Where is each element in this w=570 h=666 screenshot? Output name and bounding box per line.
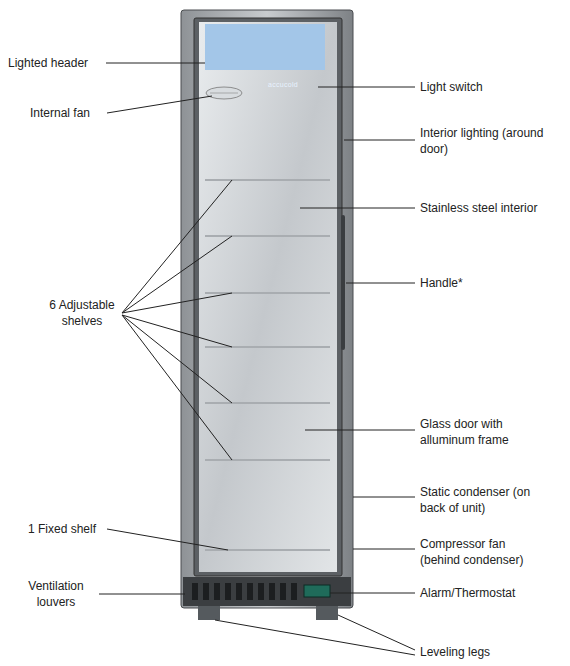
part-label: Internal fan [30, 105, 106, 121]
part-label: Stainless steel interior [420, 200, 565, 216]
part-label: Glass door with alluminum frame [420, 416, 550, 448]
part-label: Light switch [420, 79, 560, 95]
part-label: 1 Fixed shelf [28, 521, 106, 537]
part-label: 6 Adjustable shelves [44, 297, 120, 329]
part-label: Static condenser (on back of unit) [420, 484, 545, 516]
part-label: Handle* [420, 275, 560, 291]
part-label: Interior lighting (around door) [420, 125, 545, 157]
leader-lines [99, 63, 415, 655]
brand-logo: accucold [268, 81, 318, 89]
part-label: Compressor fan (behind condenser) [420, 536, 545, 568]
part-label: Lighted header [8, 55, 104, 71]
part-label: Alarm/Thermostat [420, 585, 560, 601]
part-label: Leveling legs [420, 644, 560, 660]
part-label: Ventilation louvers [14, 578, 98, 610]
